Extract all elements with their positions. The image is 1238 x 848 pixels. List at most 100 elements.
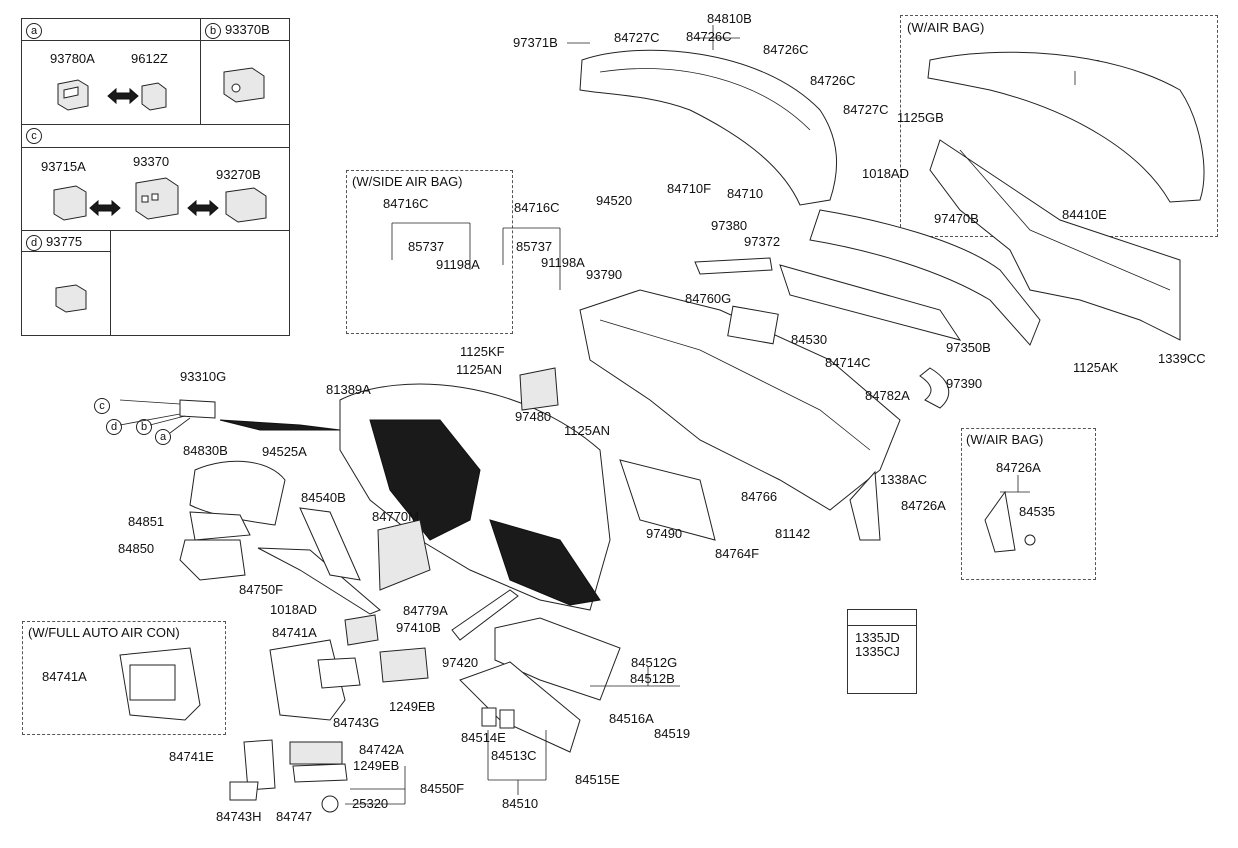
crash-pad-airbag	[927, 51, 1205, 203]
vent-97410B	[344, 614, 379, 646]
label-84510: 84510	[502, 796, 539, 811]
duct-97350B	[779, 264, 962, 341]
label-84716C-side: 84716C	[383, 196, 429, 211]
switch-93780A	[57, 79, 89, 111]
switch-93370	[135, 177, 179, 220]
switch-93715A	[53, 185, 87, 221]
cover-84850	[179, 539, 246, 581]
label-84714C: 84714C	[825, 355, 871, 370]
label-97480: 97480	[515, 409, 552, 424]
panel-84743H	[229, 781, 259, 801]
label-1335CJ: 1335CJ	[855, 644, 900, 659]
label-94525A: 94525A	[262, 444, 307, 459]
label-84782A: 84782A	[865, 388, 910, 403]
label-84750F: 84750F	[239, 582, 284, 597]
label-84764F: 84764F	[715, 546, 760, 561]
double-arrow-c1	[89, 199, 121, 217]
label-84850: 84850	[118, 541, 155, 556]
label-84519: 84519	[654, 726, 691, 741]
tray-84742A	[289, 741, 343, 765]
cluster-84830B	[189, 460, 286, 526]
label-84512B: 84512B	[630, 671, 675, 686]
label-84530: 84530	[791, 332, 828, 347]
main-panel	[579, 289, 901, 511]
label-84726C: 84726C	[810, 73, 856, 88]
group-full-auto-title: (W/FULL AUTO AIR CON)	[28, 625, 180, 640]
group-full-auto	[22, 621, 226, 735]
label-84743G: 84743G	[333, 715, 380, 730]
label-97490: 97490	[646, 526, 683, 541]
label-91198A: 91198A	[541, 255, 585, 270]
label-84747: 84747	[276, 809, 313, 824]
label-97410B: 97410B	[396, 620, 441, 635]
label-84770M: 84770M	[372, 509, 419, 524]
label-1018AD: 1018AD	[862, 166, 909, 181]
switch-letter-d: d	[106, 419, 126, 435]
inner-tray-84514E	[481, 707, 515, 729]
label-84810B: 84810B	[707, 11, 752, 26]
label-85737-side: 85737	[408, 239, 445, 254]
label-97372: 97372	[744, 234, 781, 249]
label-97470B: 97470B	[934, 211, 979, 226]
label-84726C: 84726C	[763, 42, 809, 57]
switch-letter-b: b	[136, 419, 156, 435]
airbag-84726A-inset	[984, 490, 1036, 553]
label-84779A: 84779A	[403, 603, 448, 618]
label-9612Z: 9612Z	[131, 51, 168, 66]
label-84540B: 84540B	[301, 490, 346, 505]
label-84743H: 84743H	[216, 809, 262, 824]
duct-97380	[694, 257, 773, 275]
heater-control-fullauto	[119, 647, 201, 721]
label-84716C: 84716C	[514, 200, 560, 215]
group-side-airbag	[346, 170, 513, 334]
label-91198A-side: 91198A	[436, 257, 480, 272]
label-97420: 97420	[442, 655, 479, 670]
double-arrow-c2	[187, 199, 219, 217]
dashboard-assembly	[219, 383, 611, 611]
inset-grid	[21, 18, 290, 336]
label-93370: 93370	[133, 154, 170, 169]
label-97371B: 97371B	[513, 35, 558, 50]
label-97380: 97380	[711, 218, 748, 233]
duct-97470B	[809, 209, 1041, 346]
label-84550F: 84550F	[420, 781, 465, 796]
duct-97390	[919, 367, 950, 409]
label-84726A: 84726A	[901, 498, 946, 513]
label-93270B: 93270B	[216, 167, 261, 182]
label-84535: 84535	[1019, 504, 1056, 519]
cover-84851	[189, 511, 251, 541]
label-1249EB: 1249EB	[353, 758, 400, 773]
label-1018AD: 1018AD	[270, 602, 317, 617]
vent-97480	[519, 367, 559, 411]
label-93310G: 93310G	[180, 369, 227, 384]
group-airbag-right-title: (W/AIR BAG)	[966, 432, 1044, 447]
group-airbag-top-title: (W/AIR BAG)	[907, 20, 985, 35]
label-84741E: 84741E	[169, 749, 214, 764]
label-84727C: 84727C	[843, 102, 889, 117]
label-97350B: 97350B	[946, 340, 991, 355]
label-84710F: 84710F	[667, 181, 712, 196]
panel-97490	[619, 459, 716, 541]
label-93715A: 93715A	[41, 159, 86, 174]
label-84830B: 84830B	[183, 443, 228, 458]
label-84726C: 84726C	[686, 29, 732, 44]
label-1125AK: 1125AK	[1073, 360, 1119, 375]
label-84512G: 84512G	[631, 655, 678, 670]
garnish-84750F	[257, 547, 381, 615]
vent-97420	[379, 647, 429, 683]
label-81142: 81142	[775, 526, 811, 541]
switch-letter-c: c	[94, 398, 114, 414]
label-1125AN: 1125AN	[564, 423, 611, 438]
label-1335JD: 1335JD	[855, 630, 900, 645]
box-84743G	[317, 657, 361, 689]
cowl-cross-bar	[929, 139, 1181, 341]
group-airbag-right	[961, 428, 1096, 580]
label-1249EB: 1249EB	[389, 699, 436, 714]
label-84726A-airbag: 84726A	[996, 460, 1041, 475]
label-84851: 84851	[128, 514, 165, 529]
leader-lines	[119, 25, 1076, 805]
label-84516A: 84516A	[609, 711, 654, 726]
